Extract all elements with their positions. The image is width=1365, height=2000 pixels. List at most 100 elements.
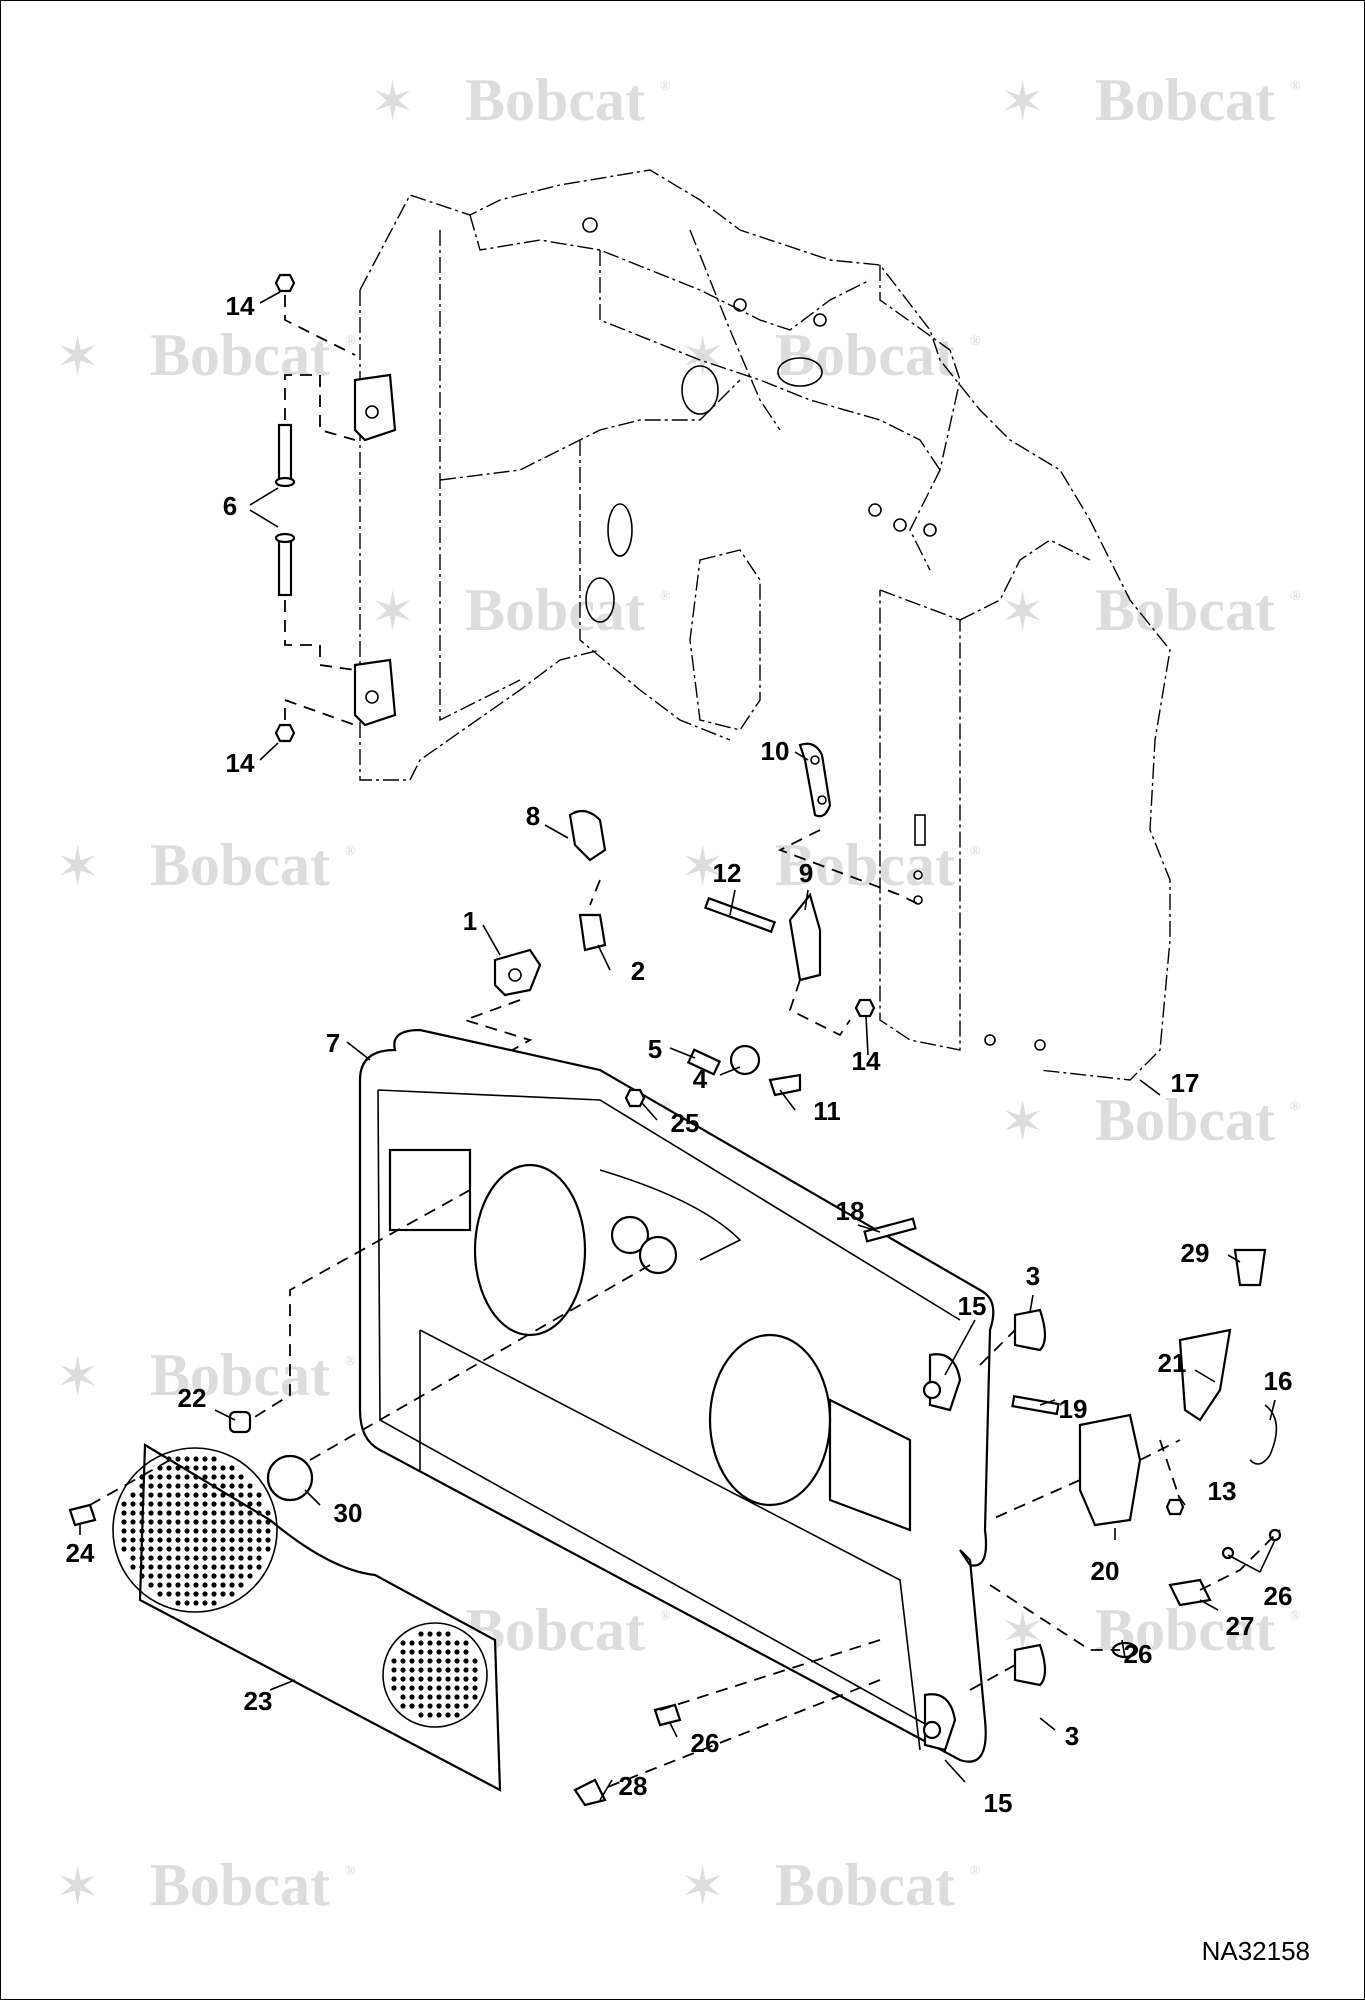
grille-hole xyxy=(211,1510,217,1516)
grille-hole xyxy=(247,1510,253,1516)
watermark-registered-mark: ® xyxy=(660,1609,671,1624)
watermark: ✶Bobcat® xyxy=(370,67,671,133)
callout-5: 5 xyxy=(648,1034,662,1064)
door-panel xyxy=(358,1028,995,1763)
grille-hole xyxy=(238,1546,244,1552)
grille-hole xyxy=(220,1465,226,1471)
grille-hole xyxy=(211,1483,217,1489)
grille-hole xyxy=(139,1564,145,1570)
grille-hole xyxy=(202,1546,208,1552)
watermark-registered-mark: ® xyxy=(660,589,671,604)
callout-22: 22 xyxy=(178,1383,207,1413)
grille-hole xyxy=(229,1483,235,1489)
grille-hole xyxy=(463,1703,469,1709)
grille-hole xyxy=(148,1510,154,1516)
grille-hole xyxy=(175,1519,181,1525)
grille-hole xyxy=(148,1501,154,1507)
grille-hole xyxy=(202,1537,208,1543)
grille-hole xyxy=(436,1640,442,1646)
grille-hole xyxy=(238,1510,244,1516)
grille-hole xyxy=(400,1658,406,1664)
grille-hole xyxy=(175,1501,181,1507)
grille-hole xyxy=(166,1510,172,1516)
grille-hole xyxy=(121,1537,127,1543)
callout-26-right: 26 xyxy=(1264,1581,1293,1611)
grille-hole xyxy=(166,1528,172,1534)
watermark-registered-mark: ® xyxy=(1290,1099,1301,1114)
grille-hole xyxy=(175,1456,181,1462)
watermark-brand: Bobcat xyxy=(775,1852,955,1918)
grille-hole xyxy=(238,1528,244,1534)
grille-hole xyxy=(211,1492,217,1498)
grille-hole xyxy=(202,1591,208,1597)
grille-hole xyxy=(193,1555,199,1561)
grille-hole xyxy=(445,1703,451,1709)
grille-hole xyxy=(202,1483,208,1489)
grille-hole xyxy=(472,1658,478,1664)
grille-hole xyxy=(175,1483,181,1489)
watermark-logo-icon: ✶ xyxy=(1000,70,1045,133)
grille-hole xyxy=(427,1712,433,1718)
grille-hole xyxy=(256,1492,262,1498)
callout-3-top: 3 xyxy=(1026,1261,1040,1291)
watermark-registered-mark: ® xyxy=(345,1354,356,1369)
grille-hole xyxy=(463,1649,469,1655)
callout-23: 23 xyxy=(244,1686,273,1716)
grille-hole xyxy=(409,1676,415,1682)
watermark-brand: Bobcat xyxy=(1095,1087,1275,1153)
callout-6: 6 xyxy=(223,491,237,521)
grille-hole xyxy=(418,1631,424,1637)
grille-hole xyxy=(130,1555,136,1561)
watermark-brand: Bobcat xyxy=(775,322,955,388)
grille-hole xyxy=(229,1474,235,1480)
grille-hole xyxy=(175,1537,181,1543)
grille-hole xyxy=(184,1555,190,1561)
watermark-registered-mark: ® xyxy=(970,1864,981,1879)
grille-hole xyxy=(445,1631,451,1637)
grille-hole xyxy=(454,1712,460,1718)
grille-hole xyxy=(211,1555,217,1561)
grille-hole xyxy=(418,1703,424,1709)
watermark-brand: Bobcat xyxy=(465,577,645,643)
grille-hole xyxy=(265,1546,271,1552)
grille-hole xyxy=(139,1573,145,1579)
grille-hole xyxy=(445,1685,451,1691)
grille-hole xyxy=(193,1456,199,1462)
callout-4: 4 xyxy=(693,1064,708,1094)
grille-hole xyxy=(193,1564,199,1570)
grille-hole xyxy=(211,1519,217,1525)
grille-hole xyxy=(184,1537,190,1543)
grille-hole xyxy=(139,1528,145,1534)
grille-hole xyxy=(193,1600,199,1606)
grille-hole xyxy=(175,1600,181,1606)
callout-11: 11 xyxy=(813,1096,841,1126)
grille-hole xyxy=(139,1555,145,1561)
grille-hole xyxy=(193,1510,199,1516)
grille-hole xyxy=(157,1546,163,1552)
callout-2: 2 xyxy=(631,956,645,986)
grille-hole xyxy=(445,1649,451,1655)
watermark-logo-icon: ✶ xyxy=(370,580,415,643)
callout-24: 24 xyxy=(66,1538,95,1568)
grille-hole xyxy=(202,1492,208,1498)
grille-hole xyxy=(148,1573,154,1579)
grille-hole xyxy=(472,1685,478,1691)
grille-hole xyxy=(121,1528,127,1534)
grille-hole xyxy=(229,1528,235,1534)
grille-hole xyxy=(184,1600,190,1606)
grille-hole xyxy=(220,1510,226,1516)
grille-hole xyxy=(238,1564,244,1570)
grille-hole xyxy=(121,1501,127,1507)
machine-frame-phantom xyxy=(359,169,1171,1081)
grille-hole xyxy=(238,1573,244,1579)
grille-hole xyxy=(247,1501,253,1507)
grille-hole xyxy=(391,1676,397,1682)
grille-hole xyxy=(220,1519,226,1525)
grille-hole xyxy=(256,1528,262,1534)
grille-hole xyxy=(427,1685,433,1691)
watermark-logo-icon: ✶ xyxy=(1000,1090,1045,1153)
watermark: ✶Bobcat® xyxy=(55,1342,356,1408)
callout-16: 16 xyxy=(1264,1366,1293,1396)
grille-hole xyxy=(436,1631,442,1637)
